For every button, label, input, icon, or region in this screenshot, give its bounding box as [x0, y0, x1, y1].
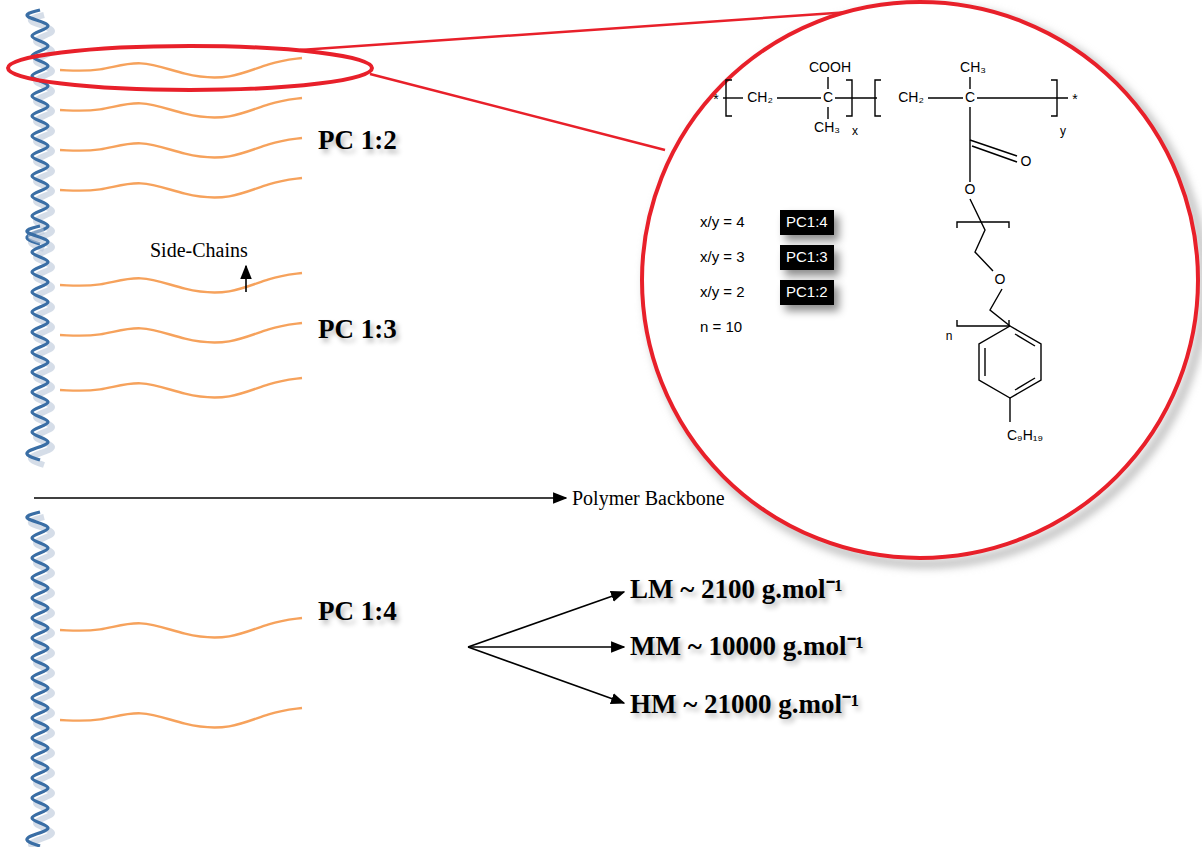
ratio-label: x/y = 2	[700, 284, 745, 301]
side-chain	[60, 178, 302, 197]
polymer-backbone	[27, 226, 48, 460]
chem-atom: C	[965, 90, 975, 105]
part-label: Polymer Backbone	[572, 487, 725, 509]
ratio-tag: PC1:3	[780, 245, 834, 270]
ratio-label: n = 10	[700, 319, 742, 336]
chem-atom: CH₂	[747, 90, 773, 105]
polymer-backbone	[27, 10, 48, 244]
side-chain	[60, 618, 302, 637]
chem-index: n	[946, 330, 953, 343]
side-chain	[60, 708, 302, 727]
chem-atom: CH₃	[960, 60, 986, 75]
ratio-label: x/y = 3	[700, 249, 745, 266]
zoom-ellipse	[8, 46, 372, 90]
pointer-arrow	[34, 497, 566, 499]
side-chain	[60, 138, 302, 157]
sample-label: PC 1:3	[318, 315, 397, 345]
side-chain	[60, 58, 302, 77]
chem-atom: O	[965, 182, 976, 197]
pointer-arrow	[245, 266, 247, 292]
molar-mass-label: LM ~ 2100 g.mol⁻¹	[630, 575, 843, 605]
side-chain	[60, 323, 302, 342]
chem-atom: CH₂	[898, 90, 924, 105]
tag-text: PC1:2	[786, 284, 828, 301]
chem-atom: *	[1072, 92, 1077, 107]
ratio-label: x/y = 4	[700, 214, 745, 231]
tag-text: PC1:3	[786, 249, 828, 266]
sample-label: PC 1:4	[318, 597, 397, 627]
zoom-line	[370, 74, 665, 150]
sample-label: PC 1:2	[318, 126, 397, 156]
part-label: Side-Chains	[150, 239, 248, 261]
polymer-illustration	[27, 10, 302, 847]
chem-atom: *	[713, 92, 718, 107]
polymer-backbone	[27, 512, 48, 846]
zoom-line	[300, 12, 850, 50]
chem-atom: COOH	[809, 60, 851, 75]
chem-index: y	[1060, 125, 1066, 138]
ratio-tag: PC1:2	[780, 280, 834, 305]
split-arrow	[468, 647, 624, 703]
molar-mass-label: MM ~ 10000 g.mol⁻¹	[630, 632, 864, 662]
chem-atom: C	[823, 90, 833, 105]
zoom-circle	[642, 2, 1198, 558]
chem-atom: O	[995, 272, 1006, 287]
chem-atom: C₉H₁₉	[1007, 428, 1043, 443]
split-arrow	[468, 646, 624, 648]
side-chain	[60, 378, 302, 397]
chemical-structure	[723, 77, 1068, 422]
side-chain	[60, 98, 302, 117]
side-chain	[60, 273, 302, 292]
molar-mass-label: HM ~ 21000 g.mol⁻¹	[630, 690, 859, 720]
split-arrow	[468, 592, 624, 647]
ratio-tag: PC1:4	[780, 210, 834, 235]
chem-atom: O	[1021, 154, 1032, 169]
chem-atom: CH₃	[814, 120, 840, 135]
chem-index: x	[852, 125, 858, 138]
tag-text: PC1:4	[786, 214, 828, 231]
